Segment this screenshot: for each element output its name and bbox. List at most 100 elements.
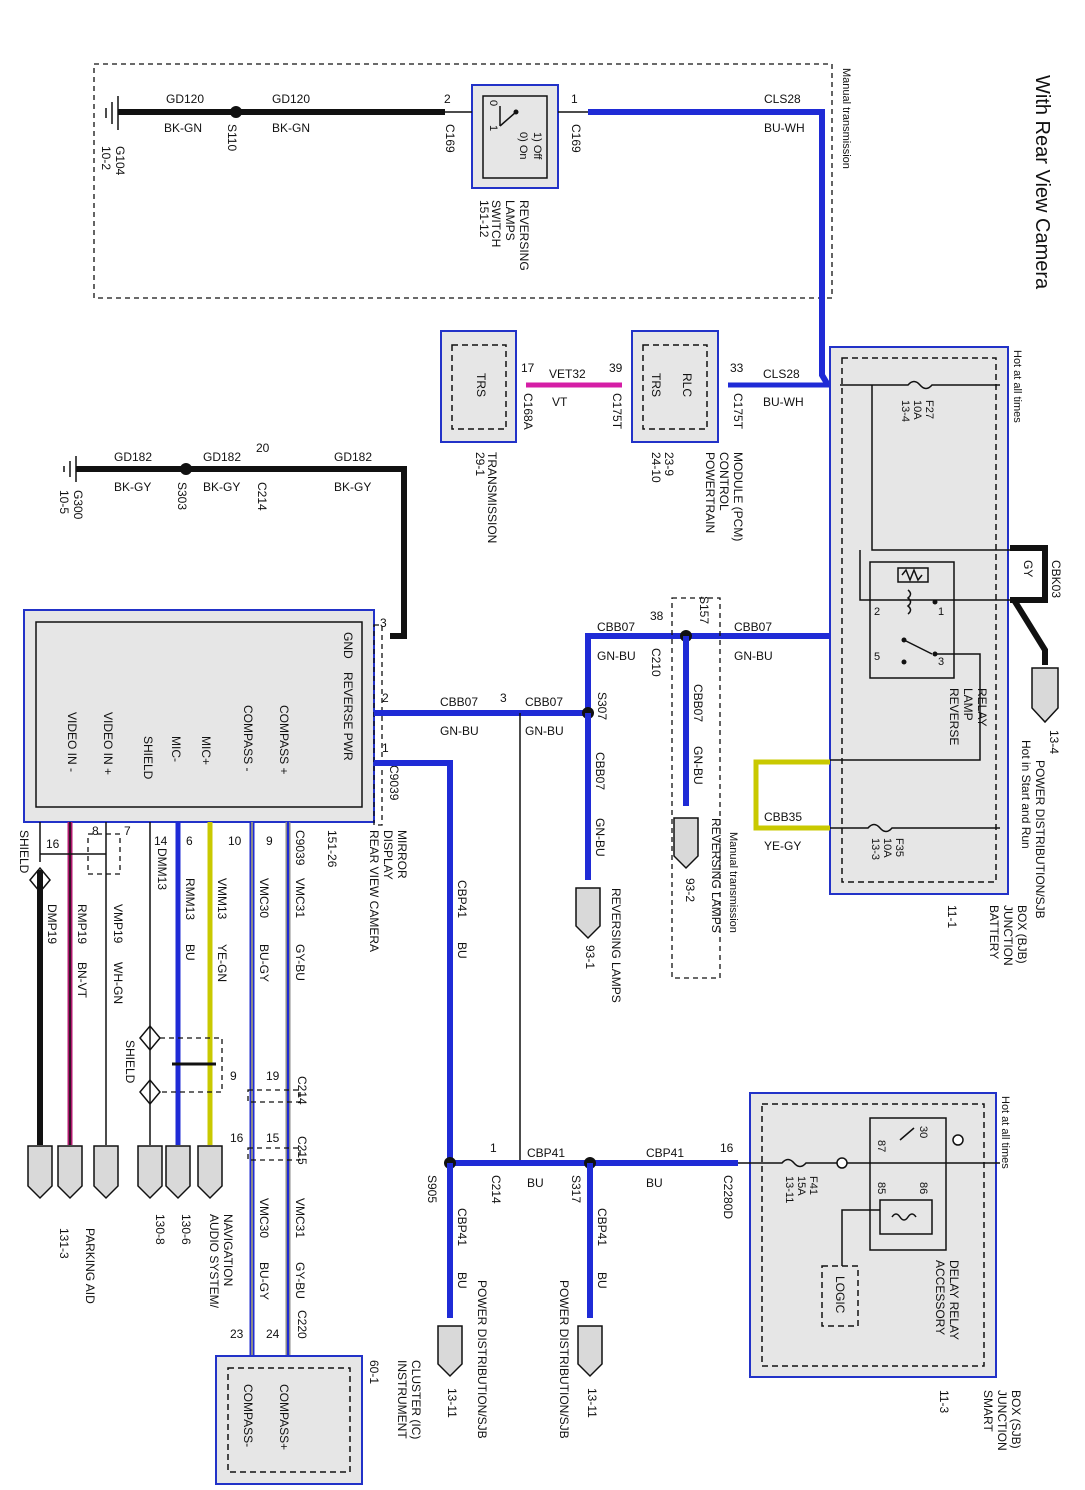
mirror-pin-7: 7 (124, 824, 131, 838)
accessory-delay-relay-name: ACCESSORYDELAY RELAY (933, 1260, 961, 1340)
wire-cbp41-a-circuit: CBP41 (455, 880, 469, 918)
pin-24-c220: 24 (266, 1327, 280, 1341)
ground-g300-ref: 10-5 (57, 490, 71, 514)
wire-vmc31-a-circuit: VMC31 (293, 878, 307, 918)
pin-23-c220: 23 (230, 1327, 244, 1341)
wire-vmc31-a-color: GY-BU (293, 944, 307, 981)
wire-gd182-b-color: BK-GY (203, 480, 240, 494)
rear-view-mirror-module (23, 609, 375, 823)
reversing-switch-ref: 151-12 (477, 200, 491, 238)
fuse-f41-amps: 15A (795, 1176, 807, 1196)
wire-cbp41-e-circuit: CBP41 (595, 1208, 609, 1246)
wire-gd120-a-circuit: GD120 (166, 92, 204, 106)
mirror-pin-reverse-pwr: REVERSE PWR (341, 672, 355, 761)
wire-gd182-a-circuit: GD182 (114, 450, 152, 464)
wire-cbb07-d-circuit: CBB07 (734, 620, 772, 634)
mirror-pin-video-in-plus: VIDEO IN + (101, 712, 115, 775)
shield-label-left: SHIELD (17, 830, 31, 874)
dest-parking-aid-name: PARKING AID (83, 1228, 97, 1304)
mirror-pin-6: 6 (186, 834, 193, 848)
sjb-ref: 11-3 (937, 1390, 951, 1413)
connector-c9039-b: C9039 (293, 830, 307, 866)
bjb-ref: 11-1 (945, 905, 959, 928)
fuse-f41-ref: 13-11 (783, 1176, 795, 1203)
pin-39: 39 (609, 361, 623, 375)
acc-relay-pin-86: 86 (917, 1182, 929, 1194)
ic-ref: 60-1 (367, 1360, 381, 1384)
mirror-pin-compass-minus: COMPASS - (241, 705, 255, 771)
wire-vmc30-b-circuit: VMC30 (257, 1198, 271, 1238)
dest-pd1311a-ref: 13-11 (445, 1388, 459, 1418)
wire-rmp19-circuit: RMP19 (75, 904, 89, 944)
pin-16-c215: 16 (230, 1131, 244, 1145)
dest-rev932-ref: 93-2 (683, 878, 697, 902)
wire-cbp41-d-color: BU (455, 1272, 469, 1289)
wire-vet32-circuit: VET32 (549, 367, 586, 381)
acc-relay-pin-30: 30 (917, 1126, 929, 1138)
dest-connector-vmm13 (197, 1145, 223, 1200)
ic-pin-compass-plus: COMPASS+ (277, 1384, 291, 1450)
manual-transmission-label-2: Manual transmission (727, 832, 739, 933)
fuse-f27-ref: 13-4 (899, 400, 911, 422)
pin-16-c2280d: 16 (720, 1141, 734, 1155)
wire-vmm13-circuit: VMM13 (215, 878, 229, 920)
connector-c215: C215 (295, 1136, 309, 1165)
fuse-f35-id: F35 (893, 838, 905, 857)
fuse-f41-id: F41 (807, 1176, 819, 1195)
wire-cbp41-b-circuit: CBP41 (527, 1146, 565, 1160)
dest-connector-rmp19 (57, 1145, 83, 1200)
mirror-pin-mic-plus: MIC+ (199, 736, 213, 765)
relay-pin-5: 5 (874, 651, 880, 663)
reversing-lamps-switch (471, 84, 559, 189)
connector-c214-mid: C214 (295, 1076, 309, 1105)
acc-relay-logic: LOGIC (833, 1276, 847, 1314)
mirror-pin-8: 8 (92, 824, 99, 838)
wire-vmm13-color: YE-GN (215, 944, 229, 982)
splice-s110 (230, 106, 242, 118)
acc-relay-pin-85: 85 (875, 1182, 887, 1194)
fuse-f27-icon (840, 380, 1000, 390)
wire-cls28-b-color: BU-WH (763, 395, 804, 409)
wire-cbp41-e-color: BU (595, 1272, 609, 1289)
mirror-pin-14: 14 (154, 834, 168, 848)
destination-13-11-a-icon (437, 1325, 463, 1378)
reversing-switch-name: REVERSINGLAMPSSWITCH (489, 200, 531, 271)
dest-parking-aid-ref: 131-3 (57, 1228, 71, 1259)
wire-cls28-b-circuit: CLS28 (763, 367, 800, 381)
mirror-pin-16: 16 (46, 837, 60, 851)
wire-cbb07-b-circuit: CBB07 (525, 695, 563, 709)
wire-cls28-a-color: BU-WH (764, 121, 805, 135)
battery-junction-box (829, 346, 1009, 895)
dest-rev931-ref: 93-1 (583, 945, 597, 969)
wire-cbp41-mirror (374, 760, 453, 1163)
acc-relay-pin-87: 87 (875, 1140, 887, 1152)
dest-pd134-ref: 13-4 (1047, 730, 1061, 754)
mirror-pin-mic-minus: MIC- (169, 736, 183, 762)
connector-cbk03: CBK03 (1049, 560, 1063, 598)
pin-19-c214: 19 (266, 1069, 280, 1083)
dest-audio-nav-ref1: 130-6 (179, 1214, 193, 1245)
wire-vmc31-b-color: GY-BU (293, 1262, 307, 1299)
relay-pin-1: 1 (938, 606, 944, 618)
destination-13-4-icon (1031, 667, 1059, 724)
sjb-name: SMARTJUNCTIONBOX (SJB) (981, 1390, 1023, 1451)
connector-c169-b: C169 (569, 124, 583, 153)
splice-s157-label: S157 (697, 596, 711, 624)
wire-cls28 (588, 109, 831, 387)
transmission-ref: 29-1 (473, 452, 487, 476)
ground-g104-icon (105, 96, 119, 130)
mirror-pin-compass-plus: COMPASS + (277, 705, 291, 774)
wire-gy-color: GY (1021, 560, 1035, 577)
pin-1: 1 (571, 92, 578, 106)
wire-cbp41-c-circuit: CBP41 (646, 1146, 684, 1160)
dest-connector-vmp19 (93, 1145, 119, 1200)
wire-gd182 (76, 466, 407, 639)
splice-s307-label: S307 (595, 692, 609, 720)
pcm-name: POWERTRAINCONTROLMODULE (PCM) (703, 452, 745, 541)
mirror-ref: 151-26 (325, 830, 339, 868)
ground-g300-id: G300 (71, 490, 85, 520)
pcm-pin-rlc: RLC (680, 373, 694, 397)
wire-rmm13-color: BU (183, 944, 197, 961)
fuse-f35-icon (830, 823, 1000, 833)
